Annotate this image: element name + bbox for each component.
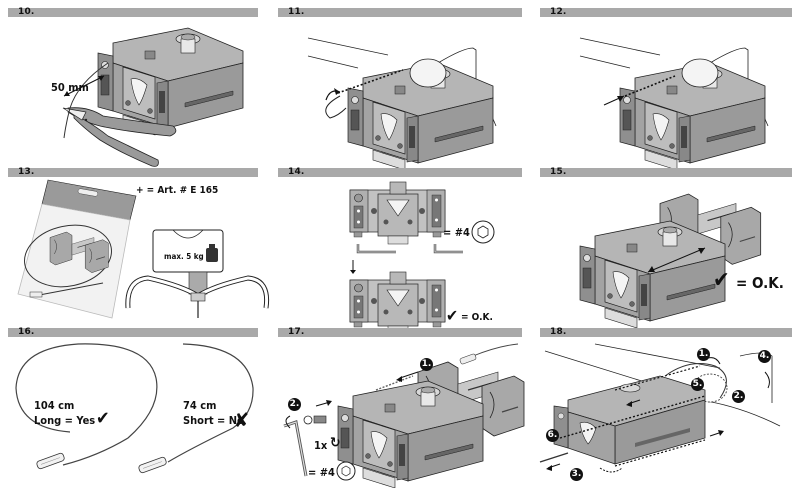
step-11-header: 11. bbox=[278, 7, 522, 17]
cable-path bbox=[375, 375, 414, 391]
washer bbox=[303, 415, 313, 425]
step-number: 11. bbox=[288, 7, 305, 17]
step-11-panel: 11. bbox=[278, 7, 522, 171]
rotate-arrow-icon bbox=[285, 415, 291, 429]
accessory-package bbox=[17, 179, 137, 319]
step-12-header: 12. bbox=[540, 7, 792, 17]
clamp-front-view bbox=[349, 271, 446, 335]
step-10-panel: 10. 50 mm bbox=[8, 7, 258, 167]
step-badge-1: 1. bbox=[420, 358, 433, 371]
hex-key-icon bbox=[356, 244, 396, 254]
arrow-icon bbox=[399, 371, 419, 379]
step-16-panel: 16. 104 cm Long = Yes ✔ 74 cm Short = No… bbox=[8, 327, 258, 483]
hex-socket-icon bbox=[471, 220, 495, 244]
step-13-header: 13. bbox=[8, 167, 258, 177]
cable-loop bbox=[664, 363, 727, 399]
step-10-header: 10. bbox=[8, 7, 258, 17]
accessory-article-label: + = Art. # E 165 bbox=[136, 185, 219, 196]
check-icon: ✔ bbox=[96, 408, 110, 429]
step-17-illustration bbox=[283, 343, 525, 488]
step-14-header: 14. bbox=[278, 167, 522, 177]
step-18-illustration bbox=[539, 343, 781, 473]
step-15-panel: 15. ✔ = O.K. bbox=[540, 167, 792, 329]
long-verdict-label: Long = Yes bbox=[34, 414, 96, 427]
step-12-panel: 12. bbox=[540, 7, 792, 171]
step-10-illustration bbox=[62, 27, 244, 167]
step-17-header: 17. bbox=[278, 327, 522, 337]
clamp-device bbox=[337, 380, 484, 488]
long-length-label: 104 cm bbox=[34, 399, 75, 412]
cable bbox=[472, 343, 519, 357]
cable-path bbox=[337, 69, 404, 94]
step-number: 16. bbox=[18, 327, 35, 337]
cable-path bbox=[614, 365, 701, 391]
max-load-label: max. 5 kg bbox=[164, 252, 204, 261]
handlebar-line bbox=[579, 55, 631, 69]
cut-length-label: 50 mm bbox=[51, 81, 89, 94]
step-16-header: 16. bbox=[8, 327, 258, 337]
short-verdict-label: Short = No bbox=[183, 414, 244, 427]
cable-end-ferrule bbox=[138, 456, 167, 474]
hex-key-icon bbox=[433, 244, 463, 254]
step-badge-2: 2. bbox=[288, 398, 301, 411]
long-cable bbox=[15, 343, 158, 466]
ok-label: = O.K. bbox=[461, 312, 493, 323]
weight-icon bbox=[206, 244, 218, 262]
step-badge-3: 3. bbox=[570, 468, 583, 481]
step-18-header: 18. bbox=[540, 327, 792, 337]
step-badge-2: 2. bbox=[732, 390, 745, 403]
tool-size-label: = #4 bbox=[443, 226, 470, 239]
arrow-icon bbox=[707, 357, 721, 365]
turns-label: 1x bbox=[314, 439, 328, 452]
cable-end bbox=[539, 452, 569, 463]
cable-path bbox=[624, 75, 676, 97]
check-icon: ✔ bbox=[446, 306, 459, 325]
step-18-panel: 18. 1. 2. 3. 4. 5. 6. bbox=[539, 327, 792, 483]
cross-icon: ✘ bbox=[234, 408, 250, 432]
handlebar-line bbox=[307, 37, 389, 56]
step-badge-6: 6. bbox=[546, 429, 559, 442]
cable-end-ferrule bbox=[36, 452, 65, 470]
step-12-illustration bbox=[579, 37, 769, 171]
handlebar-mount bbox=[125, 229, 270, 318]
step-13-illustration bbox=[17, 179, 270, 319]
arrow-icon bbox=[764, 371, 770, 389]
step-17-panel: 17. 1. 2. 1x ↻ = #4 bbox=[278, 327, 525, 488]
rotate-icon: ↻ bbox=[330, 435, 341, 451]
step-number: 12. bbox=[550, 7, 567, 17]
step-number: 15. bbox=[550, 167, 567, 177]
step-16-illustration bbox=[15, 343, 254, 474]
step-15-header: 15. bbox=[540, 167, 792, 177]
step-11-illustration bbox=[307, 37, 497, 171]
short-length-label: 74 cm bbox=[183, 399, 217, 412]
step-number: 13. bbox=[18, 167, 35, 177]
step-number: 17. bbox=[288, 327, 305, 337]
tool-size-label: = #4 bbox=[308, 466, 335, 479]
short-cable bbox=[167, 343, 254, 463]
hex-socket-icon bbox=[336, 461, 356, 481]
check-icon: ✔ bbox=[713, 268, 730, 293]
step-badge-5: 5. bbox=[691, 378, 704, 391]
clamp-front-view bbox=[349, 181, 446, 245]
handlebar-line bbox=[307, 55, 359, 69]
arrow-icon bbox=[599, 467, 623, 473]
step-14-illustration bbox=[349, 181, 495, 335]
ok-label: = O.K. bbox=[736, 274, 784, 292]
step-15-illustration bbox=[579, 193, 762, 329]
clamp-device bbox=[579, 220, 726, 329]
handlebar-line bbox=[579, 37, 661, 56]
alignment-arrow bbox=[647, 247, 706, 273]
step-number: 18. bbox=[550, 327, 567, 337]
hex-key-icon bbox=[283, 420, 308, 477]
cable-path bbox=[559, 395, 706, 439]
step-13-panel: 13. + = A bbox=[8, 167, 270, 319]
step-14-panel: 14. = #4 ✔ = O.K. bbox=[278, 167, 522, 335]
step-badge-4: 4. bbox=[758, 350, 771, 363]
screw bbox=[313, 415, 327, 424]
step-number: 10. bbox=[18, 7, 35, 17]
step-badge-1: 1. bbox=[697, 348, 710, 361]
step-number: 14. bbox=[288, 167, 305, 177]
cable-loop bbox=[325, 95, 347, 119]
